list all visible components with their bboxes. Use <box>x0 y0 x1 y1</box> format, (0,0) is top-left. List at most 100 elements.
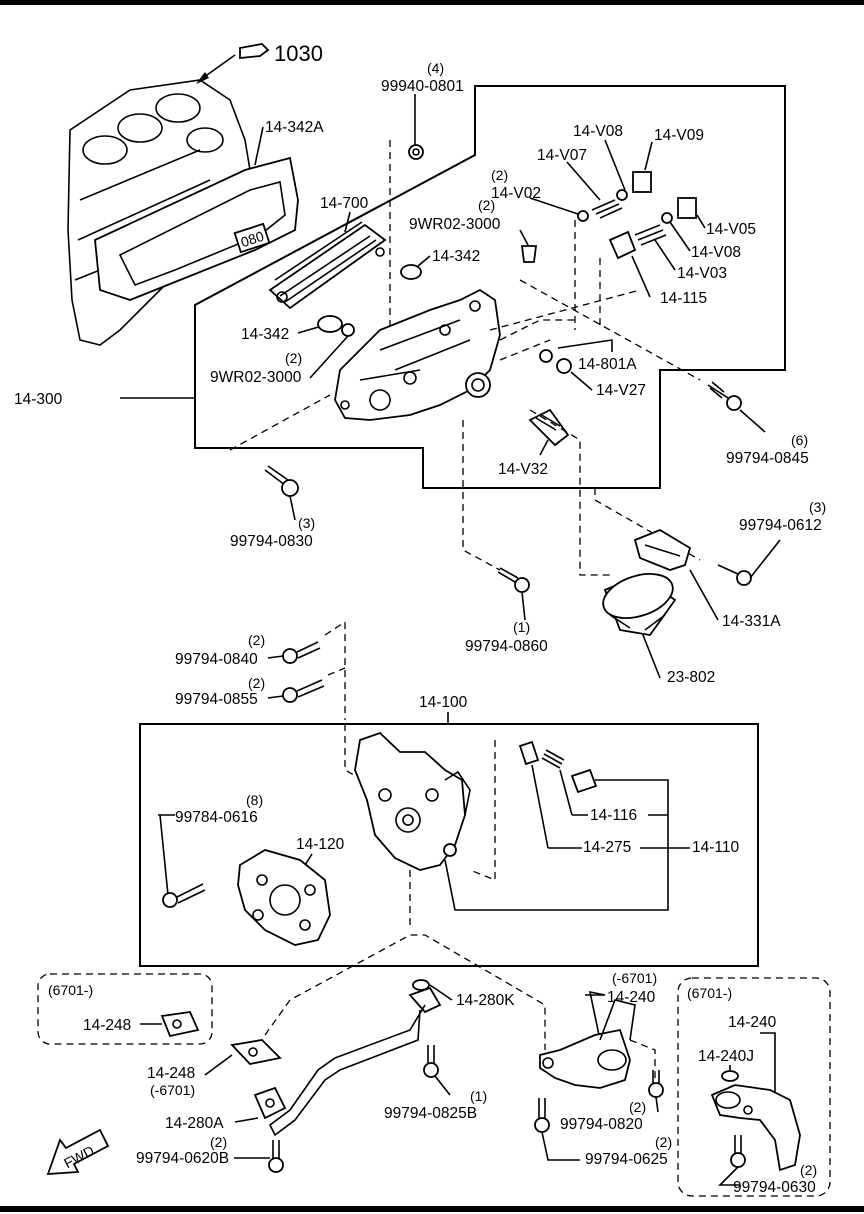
label-14-280K: 14-280K <box>456 992 515 1009</box>
label-99784-0616-qty: (8) <box>246 792 263 808</box>
bolt-99794-0845 <box>707 381 766 433</box>
bolt-99794-0612 <box>717 539 781 586</box>
nut-99940-0801 <box>408 144 424 160</box>
label-99794-0830-qty: (3) <box>298 515 315 531</box>
relief-valve-14-110 <box>518 740 598 849</box>
svg-text:080: 080 <box>239 228 266 251</box>
bolt-99794-0625 <box>534 1098 580 1161</box>
label-14-801A: 14-801A <box>578 356 637 373</box>
oil-pump-body-14-100 <box>354 731 471 871</box>
option-box-6701-left <box>37 973 213 1045</box>
label-14-342-left: 14-342 <box>241 326 289 343</box>
sensor-14-V32 <box>528 408 570 456</box>
label-99784-0616: 99784-0616 <box>175 809 258 826</box>
label-14-342A: 14-342A <box>265 119 324 136</box>
strainer-tube-14-280A <box>253 986 442 1137</box>
label-14-V07: 14-V07 <box>537 147 587 164</box>
label-14-V08-a: 14-V08 <box>573 123 623 140</box>
label-9WR02-3000-left: 9WR02-3000 <box>210 369 302 386</box>
label-14-116: 14-116 <box>590 807 637 824</box>
gasket-14-248-b <box>230 1039 282 1065</box>
label-14-V08-b: 14-V08 <box>691 244 741 261</box>
label-14-331A: 14-331A <box>722 613 781 630</box>
fwd-arrow: FWD <box>46 1128 110 1175</box>
plug-14-801A <box>539 339 613 363</box>
label-99794-0630-qty: (2) <box>800 1162 817 1178</box>
label-6701-b: (-6701) <box>150 1082 195 1098</box>
label-99794-0820-qty: (2) <box>629 1099 646 1115</box>
label-99794-0840-qty: (2) <box>248 632 265 648</box>
bracket-14-331A <box>633 528 719 621</box>
label-99794-0612: 99794-0612 <box>739 517 822 534</box>
valve-assembly-upper <box>529 139 653 330</box>
label-14-300: 14-300 <box>14 391 63 408</box>
label-99940-0801-qty: (4) <box>427 60 444 76</box>
oil-cooler-14-700 <box>268 221 387 310</box>
bolt-99794-0830 <box>264 465 299 521</box>
label-14-240-right: 14-240 <box>728 1014 777 1031</box>
label-1030: 1030 <box>274 41 323 66</box>
label-6701-right: (6701-) <box>687 985 732 1001</box>
gasket-14-248-a <box>160 1011 200 1038</box>
label-14-V09: 14-V09 <box>654 127 704 144</box>
o-ring-14-240J <box>721 1070 739 1082</box>
label-99794-0630: 99794-0630 <box>733 1179 816 1196</box>
bolt-99794-0840 <box>267 641 321 664</box>
label-14-V32: 14-V32 <box>498 461 548 478</box>
label-99794-0625: 99794-0625 <box>585 1151 668 1168</box>
label-14-100: 14-100 <box>419 694 468 711</box>
gasket-14-342-left <box>317 315 343 333</box>
valve-assembly-right <box>599 197 706 330</box>
label-99794-0620B-qty: (2) <box>210 1134 227 1150</box>
label-99794-0860: 99794-0860 <box>465 638 548 655</box>
top-rule <box>0 0 864 5</box>
bolt-99794-0855 <box>267 679 325 703</box>
label-14-110: 14-110 <box>692 839 739 856</box>
frame-14-100 <box>139 723 759 967</box>
label-99794-0845-qty: (6) <box>791 432 808 448</box>
bolt-99794-0620B <box>268 1140 284 1173</box>
nut-14-V27 <box>556 358 593 391</box>
bolt-99794-0820 <box>648 1070 664 1113</box>
frame-14-300 <box>194 85 786 489</box>
label-99794-0860-qty: (1) <box>513 619 530 635</box>
bottom-rule <box>0 1206 864 1212</box>
label-99794-0625-qty: (2) <box>655 1134 672 1150</box>
label-14-V02-qty: (2) <box>491 167 508 183</box>
bolt-99794-0825B <box>423 1045 451 1096</box>
label-99794-0855: 99794-0855 <box>175 691 258 708</box>
label-14-248-b: 14-248 <box>147 1065 195 1082</box>
label-9WR02-3000-top-qty: (2) <box>478 197 495 213</box>
label-99794-0855-qty: (2) <box>248 675 265 691</box>
label-14-342-top: 14-342 <box>432 248 480 265</box>
o-ring-14-280K <box>412 979 430 991</box>
label-14-V03: 14-V03 <box>677 265 727 282</box>
option-box-6701-right <box>677 977 831 1197</box>
label-6701-left: (6701-) <box>48 982 93 998</box>
label-14-115: 14-115 <box>660 290 707 307</box>
bracket-14-240-right <box>710 1084 801 1172</box>
label-14-700: 14-700 <box>320 195 369 212</box>
label-14-V02: 14-V02 <box>491 185 541 202</box>
label-99794-0620B: 99794-0620B <box>136 1150 229 1167</box>
label-99794-0840: 99794-0840 <box>175 651 258 668</box>
bracket-14-240-mid <box>539 999 636 1089</box>
label-99794-0612-qty: (3) <box>809 499 826 515</box>
label-14-V27: 14-V27 <box>596 382 646 399</box>
label-14-275: 14-275 <box>583 839 631 856</box>
label-99794-0825B: 99794-0825B <box>384 1105 477 1122</box>
label-99794-0820: 99794-0820 <box>560 1116 643 1133</box>
housing-body-14-300 <box>334 288 501 421</box>
pump-cover-14-120 <box>237 849 331 946</box>
label-14-248-a: 14-248 <box>83 1017 131 1034</box>
plug-9WR02-3000 <box>520 245 538 263</box>
label-23-802: 23-802 <box>667 669 715 686</box>
bolt-99794-0630 <box>718 1135 746 1186</box>
label-14-280A: 14-280A <box>165 1115 224 1132</box>
label-14-240J: 14-240J <box>698 1048 754 1065</box>
label-99794-0825B-qty: (1) <box>470 1088 487 1104</box>
ref-arrow-1030 <box>196 43 270 84</box>
label-9WR02-3000-left-qty: (2) <box>285 350 302 366</box>
bolt-99794-0860 <box>497 567 530 621</box>
